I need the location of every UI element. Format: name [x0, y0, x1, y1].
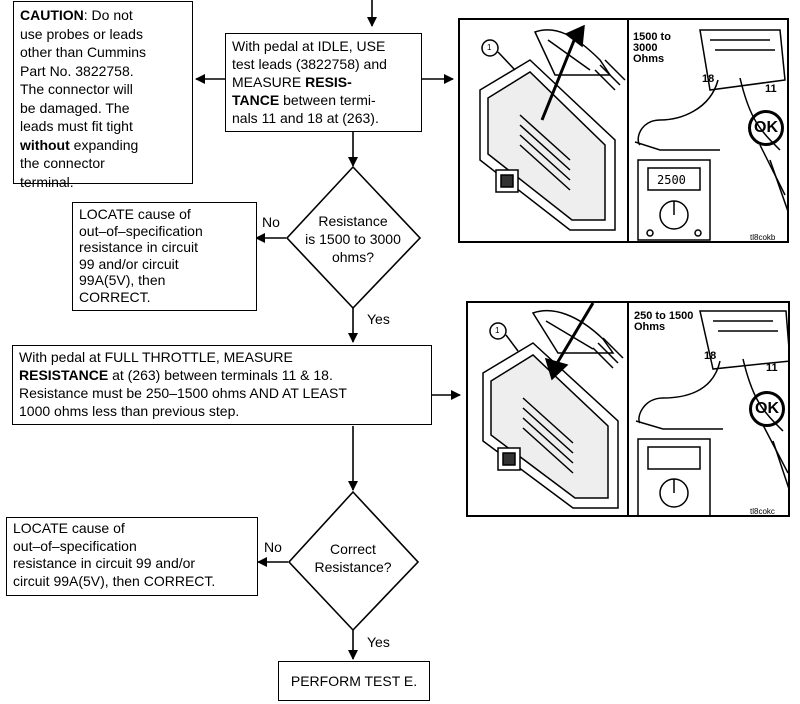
- photo2-illustration: [482, 303, 788, 515]
- decision2-question: Correct Resistance?: [314, 541, 392, 575]
- perform-test-e-box: PERFORM TEST E.: [278, 661, 430, 701]
- photo1-code: tl8cokb: [750, 233, 776, 242]
- decision1-diamond: [285, 165, 422, 310]
- decision1-no-label: No: [262, 214, 280, 230]
- photo2-code: tl8cokc: [750, 507, 775, 516]
- decision1-yes-label: Yes: [367, 311, 390, 327]
- photo-idle-measurement: 1 1500 to 3000 Ohms 18 11 OK 2500 tl8cok…: [458, 18, 789, 243]
- decision2-yes-label: Yes: [367, 634, 390, 650]
- locate2-box: LOCATE cause of out–of–specification res…: [6, 517, 258, 596]
- decision1-question: Resistance is 1500 to 3000 ohms?: [305, 213, 401, 265]
- photo2-terminal-18: 18: [704, 350, 717, 362]
- photo1-range-label: 1500 to 3000 Ohms: [633, 31, 671, 65]
- locate1-box: LOCATE cause of out–of–specification res…: [72, 202, 257, 311]
- photo1-illustration: [479, 20, 787, 241]
- step1-idle-measure-box: With pedal at IDLE, USE test leads (3822…: [225, 33, 422, 132]
- photo-full-throttle-measurement: 1 250 to 1500 Ohms 18 11 OK tl8cokc: [466, 301, 790, 517]
- step2-full-throttle-box: With pedal at FULL THROTTLE, MEASURE RES…: [12, 345, 432, 425]
- photo1-terminal-11: 11: [765, 83, 777, 95]
- photo1-callout: 1: [487, 43, 492, 52]
- photo2-callout: 1: [495, 326, 500, 335]
- decision2-diamond: [287, 490, 420, 632]
- photo2-terminal-11: 11: [766, 362, 778, 374]
- caution-heading: CAUTION: [20, 7, 84, 23]
- caution-box: CAUTION: Do not use probes or leads othe…: [13, 1, 193, 190]
- photo2-ok-icon: OK: [749, 391, 785, 427]
- photo1-terminal-18: 18: [702, 73, 715, 85]
- photo2-range-label: 250 to 1500 Ohms: [634, 310, 694, 333]
- decision2-no-label: No: [264, 539, 282, 555]
- photo1-ok-icon: OK: [748, 110, 784, 146]
- photo1-meter-reading: 2500: [657, 173, 686, 187]
